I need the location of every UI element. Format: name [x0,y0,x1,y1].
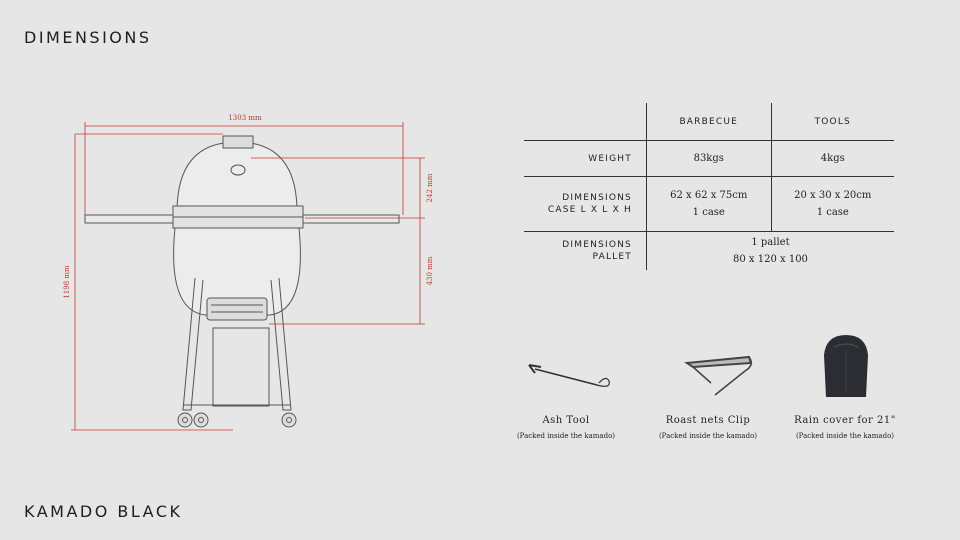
accessory-roast-nets-clip: Roast nets Clip (Packed inside the kamad… [638,325,778,440]
page-title: DIMENSIONS [24,28,152,47]
row-label-pallet: DIMENSIONS PALLET [562,240,632,262]
width-dimension-label: 1303 mm [228,114,262,122]
barbecue-case-dimensions: 62 x 62 x 75cm 1 case [645,176,772,232]
body-dimension-label: 430 mm [426,256,434,285]
barbecue-weight: 83kgs [645,140,772,177]
pallet-dimensions: 1 pallet 80 x 120 x 100 [645,231,894,270]
row-label-case-dimensions: DIMENSIONS CASE L X L X H [524,176,647,232]
roast-nets-clip-icon [684,355,753,396]
accessory-rain-cover: Rain cover for 21" (Packed inside the ka… [775,325,915,440]
rain-cover-icon [824,335,868,397]
tools-weight: 4kgs [770,140,894,177]
kamado-grill-drawing: 1303 mm 1198 mm 242 mm 430 mm [63,114,434,431]
accessory-name: Roast nets Clip [665,415,751,426]
accessory-note: (Packed inside the kamado) [658,432,758,440]
accessory-note: (Packed inside the kamado) [516,432,616,440]
accessory-name: Rain cover for 21" [794,415,896,426]
accessory-note: (Packed inside the kamado) [795,432,895,440]
column-header-tools: TOOLS [770,103,894,141]
ash-tool-icon [528,364,610,387]
tools-case-dimensions: 20 x 30 x 20cm 1 case [770,176,894,232]
dome-dimension-label: 242 mm [426,173,434,202]
height-dimension-label: 1198 mm [63,265,71,299]
spec-table: BARBECUE TOOLS WEIGHT 83kgs 4kgs DIMENSI… [524,103,894,270]
row-label-weight: WEIGHT [524,140,647,177]
product-name: KAMADO BLACK [24,502,183,521]
accessory-ash-tool: Ash Tool (Packed inside the kamado) [496,325,636,440]
column-header-barbecue: BARBECUE [645,103,772,141]
accessory-name: Ash Tool [542,415,590,426]
spec-header-empty [524,103,647,141]
